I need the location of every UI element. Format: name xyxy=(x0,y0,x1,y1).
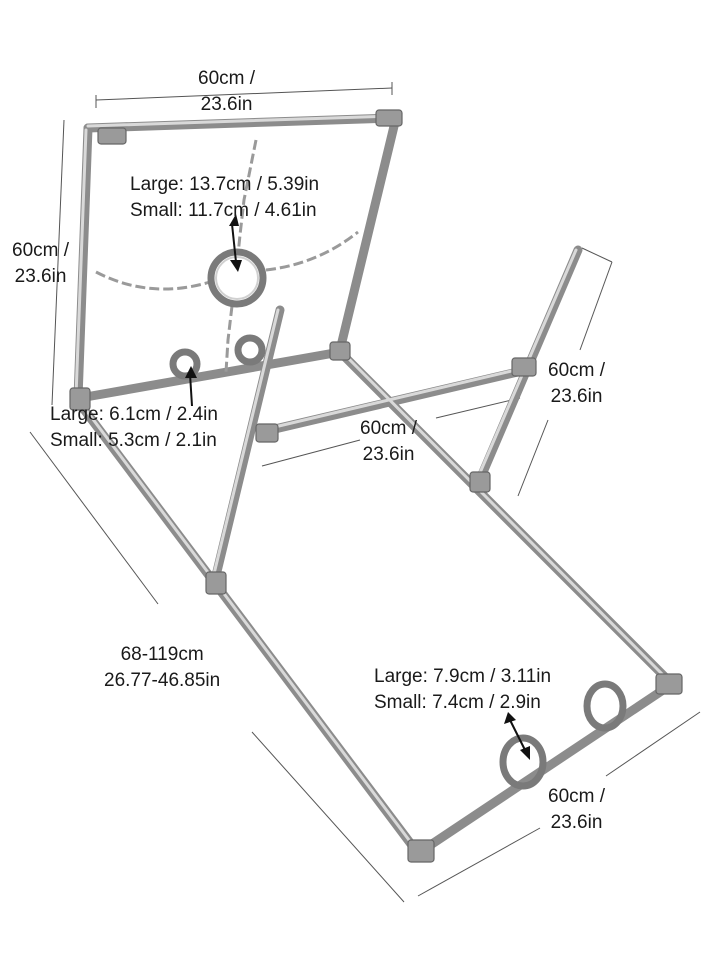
neck-ring-large: Large: 13.7cm / 5.39in xyxy=(130,174,320,195)
joint-right-upright-base xyxy=(469,471,491,493)
base-length-in: 26.77-46.85in xyxy=(104,670,221,691)
wrist-ring-arrow xyxy=(189,373,193,407)
ankle-ring-small: Small: 7.4cm / 2.9in xyxy=(374,692,541,713)
joint-back-left xyxy=(69,387,91,411)
right-post-height-label: 60cm / 23.6in xyxy=(548,358,605,410)
steel-frame xyxy=(73,113,677,861)
right-post-dimension-line-lower xyxy=(517,419,549,497)
base-length-dimension-line-lower xyxy=(251,731,405,903)
front-bar-dimension-line-left xyxy=(417,827,541,897)
middle-bar-in: 23.6in xyxy=(362,444,415,465)
base-length-dimension-line-upper xyxy=(29,431,159,605)
joint-back-right xyxy=(329,341,351,361)
top-width-dimension-line xyxy=(95,87,393,101)
wrist-ring-small: Small: 5.3cm / 2.1in xyxy=(50,430,217,451)
neck-ring-size-label: Large: 13.7cm / 5.39in Small: 11.7cm / 4… xyxy=(130,172,319,224)
joints xyxy=(69,109,683,863)
top-width-in: 23.6in xyxy=(200,94,253,115)
wrist-ring-left xyxy=(169,348,201,380)
ankle-ring-right xyxy=(583,680,627,732)
right-post-dimension-line-upper xyxy=(579,261,613,351)
back-left-post xyxy=(73,123,93,403)
ankle-ring-size-label: Large: 7.9cm / 3.11in Small: 7.4cm / 2.9… xyxy=(374,664,551,716)
wrist-ring-right xyxy=(234,334,266,366)
wrist-ring-large: Large: 6.1cm / 2.4in xyxy=(50,404,218,425)
middle-bar-label: 60cm / 23.6in xyxy=(360,416,417,468)
ankle-ring-large: Large: 7.9cm / 3.11in xyxy=(374,666,552,687)
neck-ring xyxy=(207,248,267,308)
left-upright xyxy=(209,305,285,589)
front-bar-in: 23.6in xyxy=(550,812,603,833)
top-width-cm: 60cm / xyxy=(198,68,256,89)
front-foot-bar xyxy=(415,679,677,857)
right-post-height-in: 23.6in xyxy=(550,386,603,407)
joint-left-upright-base xyxy=(205,571,227,595)
back-right-post xyxy=(335,113,401,355)
front-bar-label: 60cm / 23.6in xyxy=(548,784,605,836)
neck-ring-small: Small: 11.7cm / 4.61in xyxy=(130,200,317,221)
ankle-ring-left xyxy=(499,734,547,790)
restraint-rings xyxy=(169,248,627,790)
dimension-lines xyxy=(29,82,701,903)
joint-front-left xyxy=(407,839,435,863)
base-length-label: 68-119cm 26.77-46.85in xyxy=(104,642,220,694)
left-height-in: 23.6in xyxy=(14,266,67,287)
front-bar-cm: 60cm / xyxy=(548,786,606,807)
left-height-cm: 60cm / xyxy=(12,240,70,261)
middle-bar-dimension-line-left xyxy=(261,439,361,467)
left-height-dimension-line xyxy=(51,119,65,406)
callout-arrows xyxy=(185,214,530,760)
joint-top-right xyxy=(375,109,403,127)
top-crossbar xyxy=(83,113,397,133)
top-width-label: 60cm / 23.6in xyxy=(198,66,255,118)
wrist-ring-size-label: Large: 6.1cm / 2.4in Small: 5.3cm / 2.1i… xyxy=(50,402,218,454)
left-height-label: 60cm / 23.6in xyxy=(12,238,69,290)
base-length-cm: 68-119cm xyxy=(120,644,204,665)
back-bottom-bar xyxy=(75,347,345,403)
joint-top-left xyxy=(97,127,127,145)
middle-bar-dimension-line-right xyxy=(435,397,521,419)
ankle-ring-arrow xyxy=(509,719,527,753)
joint-middle-left xyxy=(255,423,279,443)
right-post-height-cm: 60cm / xyxy=(548,360,606,381)
middle-bar-cm: 60cm / xyxy=(360,418,418,439)
middle-crossbar xyxy=(257,365,531,437)
joint-middle-right xyxy=(511,357,537,377)
right-post-tick-top xyxy=(581,247,613,263)
chains xyxy=(95,139,359,373)
front-bar-dimension-line-right xyxy=(605,711,701,777)
joint-front-right xyxy=(655,673,683,695)
neck-ring-arrow xyxy=(231,223,237,263)
